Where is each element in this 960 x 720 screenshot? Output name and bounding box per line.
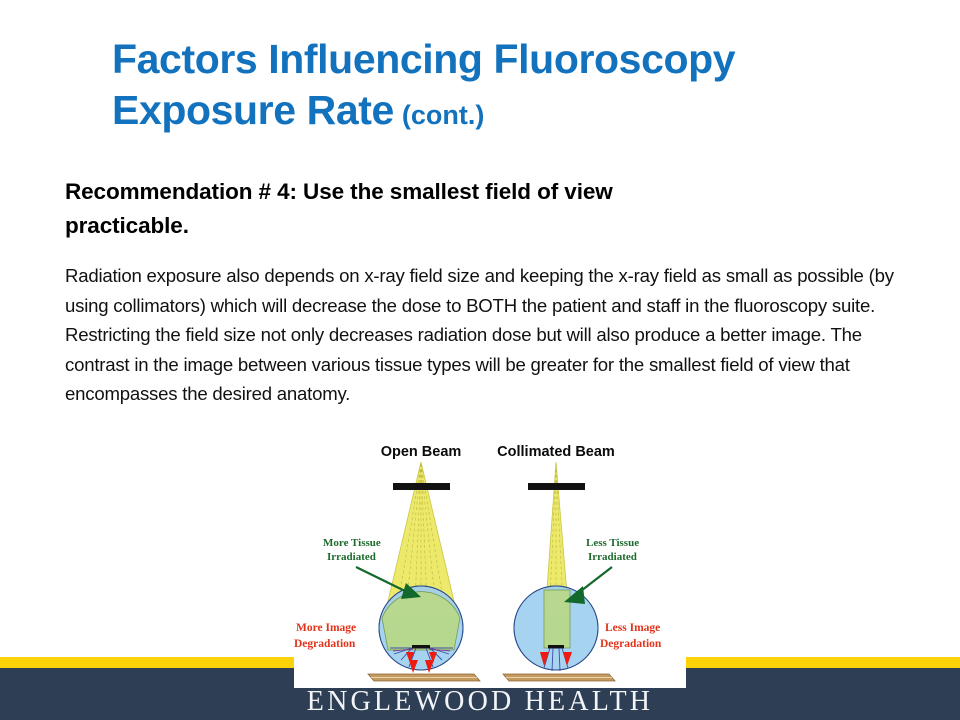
collimated-beam-heading: Collimated Beam: [497, 444, 615, 460]
collimated-beam-scatter-arrows: [540, 652, 572, 666]
title-line-1: Factors Influencing Fluoroscopy: [112, 36, 736, 82]
collimated-beam-panel: Collimated Beam Less Tissue Irradiated L…: [497, 444, 662, 682]
beam-comparison-illustration: Open Beam More Tissue Irradiated More Im…: [294, 442, 686, 688]
open-beam-panel: Open Beam More Tissue Irradiated More Im…: [294, 444, 481, 682]
title-line-2: Exposure Rate(cont.): [112, 85, 912, 141]
footer-brand-name: ENGLEWOOD HEALTH: [306, 686, 654, 717]
title-continuation-label: (cont.): [401, 100, 485, 130]
title-line-2-main: Exposure Rate: [112, 87, 394, 133]
open-beam-tissue-label-line2: Irradiated: [327, 551, 376, 563]
collimated-beam-tissue-irradiated-region: [543, 589, 571, 649]
collimated-beam-image-receptor: [548, 645, 564, 649]
recommendation-heading: Recommendation # 4: Use the smallest fie…: [65, 179, 613, 238]
collimated-beam-degradation-label-line1: Less Image: [605, 622, 660, 634]
open-beam-collimator-bar: [393, 483, 450, 490]
collimated-beam-collimator-bar: [528, 483, 585, 490]
collimated-beam-tissue-label-line1: Less Tissue: [586, 537, 639, 549]
open-beam-tissue-label-line1: More Tissue: [323, 537, 381, 549]
collimated-beam-degradation-label-line2: Degradation: [600, 638, 662, 650]
collimated-beam-tissue-label-line2: Irradiated: [588, 551, 637, 563]
open-beam-image-receptor: [412, 645, 430, 649]
collimated-beam-tissue-arrow: [564, 566, 613, 604]
open-beam-tissue-arrow: [355, 566, 421, 599]
open-beam-heading: Open Beam: [381, 444, 462, 460]
page-title: Factors Influencing Fluoroscopy Exposure…: [112, 34, 912, 141]
body-paragraph: Radiation exposure also depends on x-ray…: [65, 265, 894, 404]
fluoroscopy-beam-diagram: Open Beam More Tissue Irradiated More Im…: [294, 442, 686, 688]
open-beam-tissue-irradiated-region: [381, 591, 461, 651]
open-beam-exam-table: [367, 673, 481, 682]
open-beam-degradation-label-line2: Degradation: [294, 638, 356, 650]
open-beam-scatter-arrows: [406, 652, 437, 673]
open-beam-degradation-label-line1: More Image: [296, 622, 356, 634]
collimated-beam-exam-table: [502, 673, 616, 682]
